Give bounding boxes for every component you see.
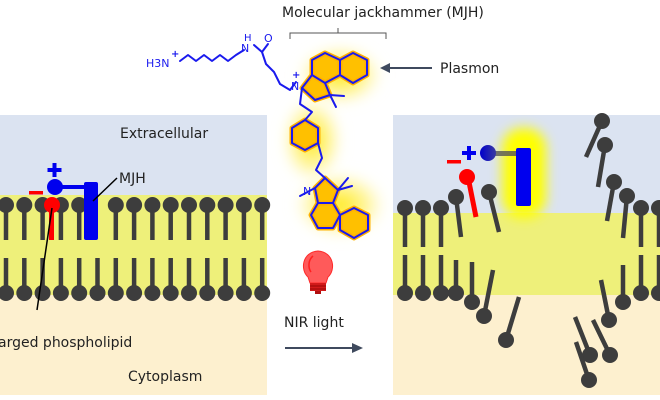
phospholipid-disrupted: [448, 189, 464, 238]
phospholipid-lower: [217, 258, 234, 301]
indolium-charge: +: [292, 70, 300, 81]
molecular-jackhammer-structure: H3N + N H O N + N Molecular jackhammer (…: [146, 5, 499, 241]
molecule-title: Molecular jackhammer (MJH): [282, 5, 484, 21]
phospholipid-pointer-line: [36, 207, 53, 311]
phospholipid-upper: [199, 197, 216, 240]
phospholipid-lower: [651, 255, 660, 301]
arrow-right-icon: [285, 343, 363, 353]
phospholipid-upper: [144, 197, 161, 240]
nir-light-label: NIR light: [284, 315, 344, 331]
molecule-skeleton: [179, 43, 369, 239]
lightbulb-icon: [302, 250, 334, 294]
phospholipid-disrupted: [476, 269, 496, 324]
phospholipid-lower: [107, 258, 124, 301]
phospholipid-lower: [633, 255, 649, 301]
left-membrane-panel: Extracellular MJH arged phospholipid Cyt…: [0, 115, 271, 395]
phospholipid-lower: [199, 258, 216, 301]
phospholipid-disrupted: [595, 137, 613, 188]
charged-phospholipid-right: [447, 160, 479, 218]
cytoplasm-region-right: [393, 295, 660, 395]
phospholipid-lower: [181, 258, 197, 301]
amide-h-label: H: [244, 33, 252, 44]
phospholipid-disrupted: [598, 279, 617, 328]
phospholipid-disrupted: [604, 174, 622, 222]
mjh-label: MJH: [119, 171, 146, 187]
phospholipid-upper: [71, 197, 88, 240]
amide-n-label: N: [241, 42, 249, 55]
minus-sign-right: [447, 160, 461, 164]
phospholipid-lower: [144, 258, 161, 301]
phospholipid-upper: [126, 197, 143, 240]
phospholipid-upper: [181, 197, 197, 240]
methyl-n-label: N: [303, 185, 311, 198]
phospholipid-disrupted: [464, 262, 480, 310]
right-membrane-panel: [393, 113, 660, 395]
phospholipid-upper: [633, 200, 649, 247]
minus-sign: [29, 191, 43, 195]
phospholipid-lower: [52, 258, 69, 301]
charged-phospholipid: [29, 191, 60, 240]
phospholipid-upper: [651, 200, 660, 247]
phospholipid-upper: [415, 200, 431, 247]
phospholipid-upper: [397, 200, 413, 247]
mjh-bar: [84, 182, 98, 240]
membrane-core-right: [393, 213, 660, 295]
phospholipid-upper: [0, 197, 14, 240]
phospholipid-lower: [415, 255, 431, 301]
phospholipid-lower: [0, 258, 14, 301]
phospholipid-disrupted: [572, 316, 598, 363]
extracellular-region: [0, 115, 267, 195]
mjh-pointer-line: [92, 177, 118, 202]
mjh-head-right: [480, 145, 496, 161]
phospholipid-upper: [162, 197, 179, 240]
phospholipid-disrupted: [498, 296, 522, 348]
phospholipid-disrupted: [448, 260, 464, 301]
phospholipid-disrupted: [573, 341, 597, 388]
phospholipid-lower: [254, 258, 271, 301]
phospholipid-lower: [71, 258, 88, 301]
phospholipid-upper: [16, 197, 33, 240]
arrow-left-icon: [380, 63, 432, 73]
amine-label: H3N: [146, 57, 170, 70]
phospholipid-lower: [126, 258, 143, 301]
phospholipid-upper: [235, 197, 252, 240]
phospholipid-upper: [254, 197, 271, 240]
phospholipid-disrupted: [590, 319, 618, 363]
carbonyl-o-label: O: [264, 32, 273, 45]
plasmon-label: Plasmon: [440, 61, 499, 77]
extracellular-label: Extracellular: [120, 126, 208, 142]
amine-charge: +: [171, 49, 179, 60]
phospholipid-lower: [16, 258, 33, 301]
mjh-bar-right: [516, 148, 531, 206]
phospholipid-lower: [235, 258, 252, 301]
phospholipid-upper: [217, 197, 234, 240]
mjh-molecule-left: [47, 163, 98, 240]
charged-phospholipid-label: arged phospholipid: [0, 335, 132, 351]
phospholipid-disrupted: [583, 113, 610, 158]
lipid-bilayer-right: [397, 113, 660, 388]
cytoplasm-region: [0, 295, 267, 395]
phospholipid-disrupted: [615, 265, 631, 310]
phospholipid-lower: [89, 258, 106, 301]
phospholipid-upper: [433, 200, 449, 247]
indolium-n-label: N: [291, 80, 299, 93]
phospholipid-lower: [162, 258, 179, 301]
cytoplasm-label: Cytoplasm: [128, 369, 202, 385]
phospholipid-lower: [433, 255, 449, 301]
phospholipid-disrupted: [619, 188, 635, 239]
phospholipid-disrupted: [481, 184, 502, 233]
phospholipid-upper: [107, 197, 124, 240]
phospholipid-lower: [397, 255, 413, 301]
mjh-molecule-right: [462, 145, 531, 206]
title-bracket: [289, 32, 387, 39]
